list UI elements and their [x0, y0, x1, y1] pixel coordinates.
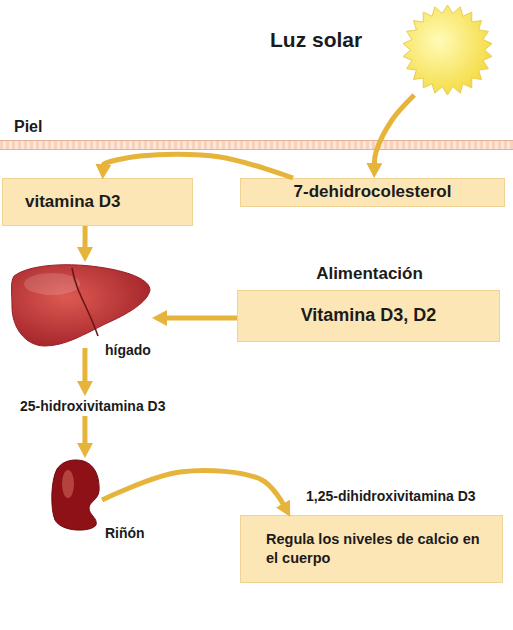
sun-outline	[400, 5, 495, 95]
liver-shape	[12, 265, 151, 346]
organ-label: Riñón	[105, 524, 145, 542]
box-text: Vitamina D3, D2	[301, 304, 437, 327]
kidney-outline	[50, 458, 102, 533]
box-text: 7-dehidrocolesterol	[294, 181, 452, 203]
liver-fissure	[72, 268, 98, 336]
sun-illustration: Luz solar	[400, 5, 495, 95]
flow-arrow	[103, 154, 293, 178]
process-box: vitamina D3	[2, 178, 193, 226]
liver-organ: hígado	[10, 262, 152, 348]
effect-box: 1,25-dihidroxivitamina D3Regula los nive…	[240, 515, 503, 583]
flow-arrow	[82, 348, 87, 382]
box-heading: Alimentación	[238, 263, 501, 285]
metabolite-label: 1,25-dihidroxivitamina D3	[306, 487, 476, 505]
source-heading: Luz solar	[270, 26, 362, 53]
kidney-organ: Riñón	[50, 458, 102, 533]
kidney-shape	[52, 460, 99, 530]
kidney-highlight	[62, 470, 74, 498]
flow-arrow	[83, 226, 88, 248]
source-box: AlimentaciónVitamina D3, D2	[237, 290, 500, 342]
flow-arrow	[102, 471, 283, 505]
flow-arrow	[374, 95, 414, 164]
skin-band: Piel	[0, 140, 513, 150]
liver-highlight	[24, 273, 80, 295]
liver-outline	[10, 262, 152, 348]
sun-star	[403, 5, 492, 95]
flow-arrow	[82, 416, 87, 444]
metabolite-node: 25-hidroxivitamina D3	[20, 396, 190, 416]
flow-arrow	[166, 316, 237, 321]
box-text: Regula los niveles de calcio en el cuerp…	[266, 530, 494, 568]
process-box: 7-dehidrocolesterol	[240, 178, 505, 207]
metabolite-label: 25-hidroxivitamina D3	[20, 397, 166, 415]
layer-label: Piel	[14, 117, 42, 138]
box-text: vitamina D3	[25, 191, 120, 213]
organ-label: hígado	[105, 341, 151, 359]
